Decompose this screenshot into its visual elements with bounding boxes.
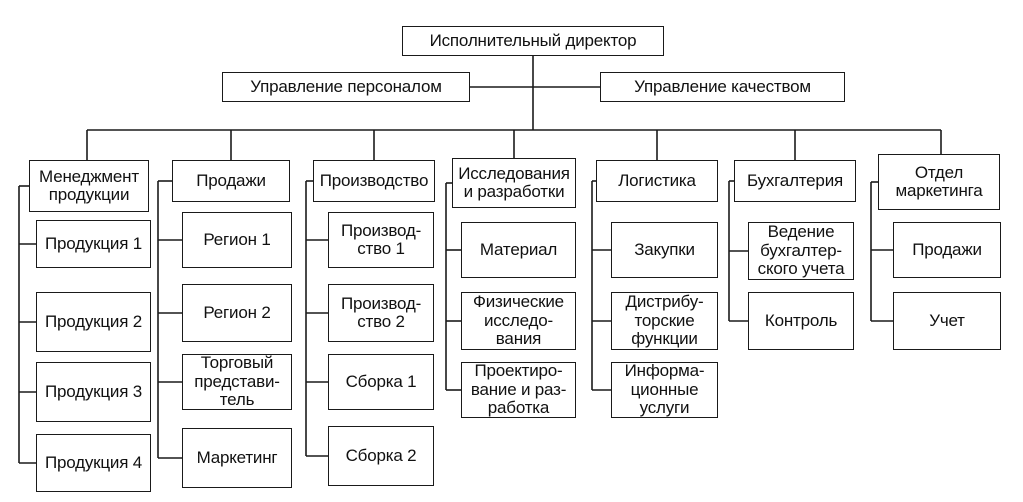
dept-research-development: Исследования и разработки xyxy=(452,158,576,208)
unit-information-services: Информа- ционные услуги xyxy=(611,362,718,418)
unit-sales-representative: Торговый представи- тель xyxy=(182,354,292,410)
unit-assembly-1: Сборка 1 xyxy=(328,354,434,410)
unit-product-3: Продукция 3 xyxy=(36,362,151,422)
unit-marketing-sales: Продажи xyxy=(893,222,1001,278)
dept-sales: Продажи xyxy=(172,160,290,202)
dept-product-management: Менеджмент продукции xyxy=(29,160,149,212)
unit-region-2: Регион 2 xyxy=(182,284,292,342)
unit-purchasing: Закупки xyxy=(611,222,718,278)
dept-production: Производство xyxy=(313,160,435,202)
unit-physical-research: Физические исследо- вания xyxy=(461,292,576,350)
unit-production-2: Производ- ство 2 xyxy=(328,284,434,342)
unit-marketing: Маркетинг xyxy=(182,428,292,488)
unit-region-1: Регион 1 xyxy=(182,212,292,268)
unit-product-2: Продукция 2 xyxy=(36,292,151,352)
dept-logistics: Логистика xyxy=(596,160,718,202)
unit-product-1: Продукция 1 xyxy=(36,220,151,268)
box-quality-management: Управление качеством xyxy=(600,72,845,102)
dept-marketing: Отдел маркетинга xyxy=(878,154,1000,210)
unit-distribution: Дистрибу- торские функции xyxy=(611,292,718,350)
unit-production-1: Производ- ство 1 xyxy=(328,212,434,268)
box-executive-director: Исполнительный директор xyxy=(402,26,664,56)
unit-material: Материал xyxy=(461,222,576,278)
unit-bookkeeping: Ведение бухгалтер- ского учета xyxy=(748,222,854,280)
unit-marketing-accounting: Учет xyxy=(893,292,1001,350)
dept-accounting: Бухгалтерия xyxy=(734,160,856,202)
unit-control: Контроль xyxy=(748,292,854,350)
unit-assembly-2: Сборка 2 xyxy=(328,426,434,486)
unit-product-4: Продукция 4 xyxy=(36,434,151,492)
unit-design-development: Проектиро- вание и раз- работка xyxy=(461,362,576,418)
box-hr-management: Управление персоналом xyxy=(222,72,470,102)
